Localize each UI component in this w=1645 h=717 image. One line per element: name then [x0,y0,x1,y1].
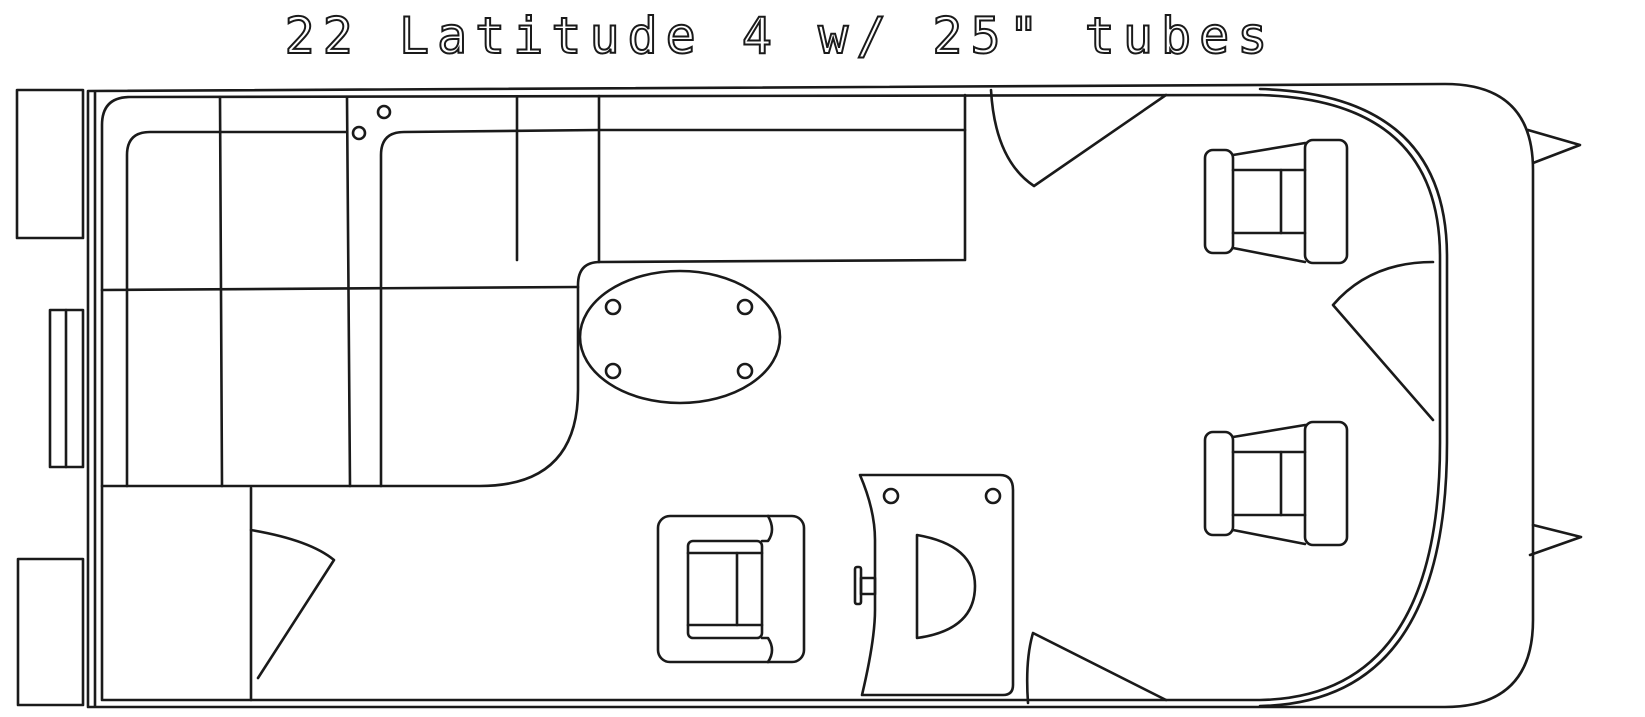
bow-chair-top [1203,138,1349,265]
hull-outline [86,82,1535,709]
rear-gate-door [249,528,336,680]
tube-nose-top [1526,128,1582,165]
starboard-gate-door [1025,631,1168,705]
helm-console [853,473,1015,697]
helm-chair [656,514,806,664]
cup-holder [351,125,367,141]
bow-gate-door [1331,260,1435,422]
tube-nose-bottom [1528,523,1583,557]
stern-pod-bottom [16,557,85,707]
table [578,269,782,405]
port-gate-door [989,88,1168,188]
dash-display [915,533,977,640]
stern-pod-top [15,88,85,240]
deck-rail-outer [1258,87,1449,708]
deck-rail [100,93,1442,702]
rear-lounge-seating [100,93,967,488]
bow-chair-bottom [1203,420,1349,547]
diagram-title: 22 Latitude 4 w/ 25" tubes [284,6,1276,66]
steering-column [859,576,877,596]
cup-holder [376,104,392,120]
